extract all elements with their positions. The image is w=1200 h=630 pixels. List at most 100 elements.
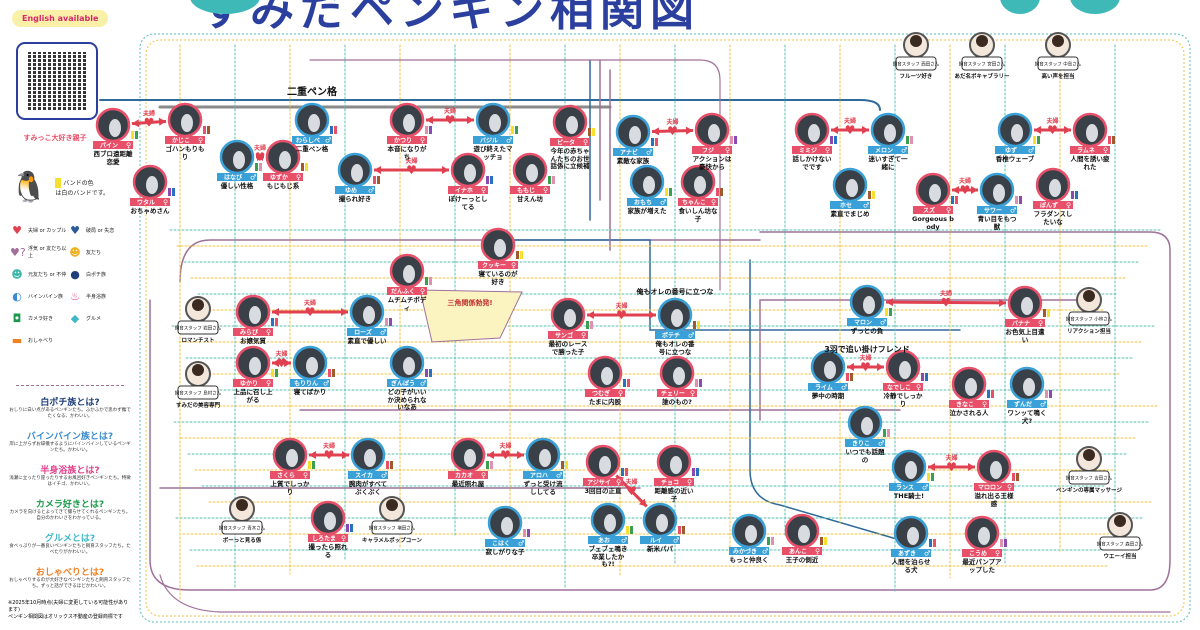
penguin-node[interactable]: ぎんぽう♂ <box>387 345 432 388</box>
penguin-node[interactable]: スイカ♂ <box>348 437 393 480</box>
penguin-node[interactable]: アナビ♂ <box>613 114 658 157</box>
avatar-icon <box>1114 515 1126 527</box>
penguin-node[interactable]: つむぎ♀ <box>585 355 630 398</box>
penguin-node[interactable]: かじこ♀ <box>165 102 210 145</box>
penguin-node[interactable]: なでしこ♀ <box>883 349 928 392</box>
penguin-node[interactable]: ゆかり♀ <box>233 345 278 388</box>
penguin-node[interactable]: メロン♂ <box>868 112 913 155</box>
group-label: 二重ペン格 <box>287 85 338 98</box>
penguin-node[interactable]: きりこ♂ <box>845 405 890 448</box>
penguin-caption: 素直で優しい <box>347 337 387 345</box>
penguin-node[interactable]: バジル♂ <box>473 102 518 145</box>
penguin-node[interactable]: おもち♂ <box>627 164 672 207</box>
penguin-node[interactable]: こはく♂ <box>485 505 530 548</box>
penguin-node[interactable]: チョコ♀ <box>654 444 699 487</box>
penguin-node[interactable]: バナナ♀ <box>1005 285 1050 328</box>
legend-item: ●白ポチ族 <box>68 263 126 285</box>
band-color-swatch <box>516 251 519 259</box>
penguin-node[interactable]: マロン♂ <box>847 284 892 327</box>
band-color-swatch <box>425 277 428 285</box>
penguin-caption: 撮られ好き <box>338 195 372 203</box>
arrowhead <box>426 116 433 124</box>
penguin-caption: 二重ペン格 <box>295 145 329 153</box>
penguin-node[interactable]: ローズ♂ <box>347 294 392 337</box>
gourmet-icon: ◆ <box>70 311 80 325</box>
penguin-node[interactable]: サワー♂ <box>977 172 1022 215</box>
penguin-node[interactable]: フジ♀ <box>692 112 737 155</box>
penguin-node[interactable]: ももじ♀ <box>510 152 555 195</box>
penguin-node[interactable]: ルイ♂ <box>640 502 685 545</box>
penguin-node[interactable]: ランス♂ <box>889 449 934 492</box>
penguin-node[interactable]: ライム♂ <box>808 349 853 392</box>
penguin-caption: 青い目をもつ獣 <box>977 215 1017 231</box>
staff-label-box <box>1037 56 1079 71</box>
penguin-node[interactable]: スズ♀ <box>913 172 958 215</box>
penguin-node[interactable]: アロハ♂ <box>523 437 568 480</box>
penguin-node[interactable]: さくら♀ <box>270 437 315 480</box>
penguin-node[interactable]: しろたま♀ <box>308 500 353 543</box>
penguin-node[interactable]: クッキー♀ <box>478 227 523 270</box>
friend-icon: ☻ <box>69 245 81 259</box>
penguin-node[interactable]: ゆず♂ <box>995 112 1040 155</box>
penguin-node[interactable]: ラムネ♀ <box>1070 112 1115 155</box>
penguin-node[interactable]: チェリー♀ <box>657 355 702 398</box>
penguin-caption: 最近照れ屋 <box>451 480 485 488</box>
penguin-node[interactable]: ゆめ♂ <box>335 152 380 195</box>
penguin-icon <box>673 367 685 385</box>
penguin-icon <box>539 449 551 467</box>
penguin-node[interactable]: きなこ♀ <box>949 366 994 409</box>
band-color-swatch <box>885 308 888 316</box>
staff-label: 飼育スタッフ 青木さん <box>219 525 266 532</box>
english-available-badge[interactable]: English available <box>12 10 109 27</box>
penguin-node[interactable]: ちゃんこ♀ <box>678 164 723 207</box>
penguin-node[interactable]: もりりん♂ <box>290 345 335 388</box>
penguin-node[interactable]: ワタル♀ <box>130 164 175 207</box>
penguin-node[interactable]: ゆずか♀ <box>263 139 308 182</box>
penguin-icon <box>861 417 873 435</box>
penguin-icon <box>601 367 613 385</box>
penguin-node[interactable]: カカオ♀ <box>448 437 493 480</box>
penguin-node[interactable]: わらしべ♂ <box>292 102 337 145</box>
penguin-node[interactable]: あずき♂ <box>891 515 936 558</box>
qr-code[interactable] <box>16 42 98 120</box>
penguin-node[interactable]: ピータ♀ <box>550 104 595 147</box>
penguin-node[interactable]: かつり♀ <box>387 102 432 145</box>
penguin-icon <box>629 126 641 144</box>
penguin-node[interactable]: みらぴ♀ <box>233 294 278 337</box>
penguin-node[interactable]: はなび♂ <box>217 139 262 182</box>
penguin-node[interactable]: ホセ♂ <box>830 167 875 210</box>
penguin-caption: 冷静でしっかり <box>883 392 923 408</box>
penguin-node[interactable]: パイン♀ <box>93 107 138 150</box>
penguin-node[interactable]: ポテチ♂ <box>655 297 700 340</box>
penguin-node[interactable]: あんこ♀ <box>782 513 827 556</box>
band-color-swatch <box>716 188 719 196</box>
penguin-node[interactable]: こうめ♀ <box>962 515 1007 558</box>
penguin-node[interactable]: サンゴ♀ <box>548 297 593 340</box>
couple-link: ♥夫婦 <box>374 157 449 177</box>
penguin-node[interactable]: だんふく♀ <box>387 253 432 296</box>
male-icon: ♂ <box>621 537 627 545</box>
couple-link: ♥夫婦 <box>952 177 978 197</box>
penguin-node[interactable]: ミミジ♀ <box>792 112 837 155</box>
band-color-swatch <box>1049 390 1052 398</box>
penguin-node[interactable]: あお♂ <box>588 502 633 545</box>
penguin-node[interactable]: みかづき♂ <box>729 513 774 556</box>
penguin-node[interactable]: ずんだ♂ <box>1007 366 1052 409</box>
penguin-node[interactable]: イナホ♀ <box>448 152 493 195</box>
penguin-node[interactable]: アジサイ♀ <box>583 444 628 487</box>
heart-icon: ♥ <box>255 150 266 164</box>
penguin-node[interactable]: ぽんず♀ <box>1033 167 1078 210</box>
penguin-node[interactable]: マロロン♀ <box>974 449 1019 492</box>
band-color-swatch <box>1071 191 1074 199</box>
penguin-caption: 最初のレースで勝った子 <box>548 340 588 356</box>
